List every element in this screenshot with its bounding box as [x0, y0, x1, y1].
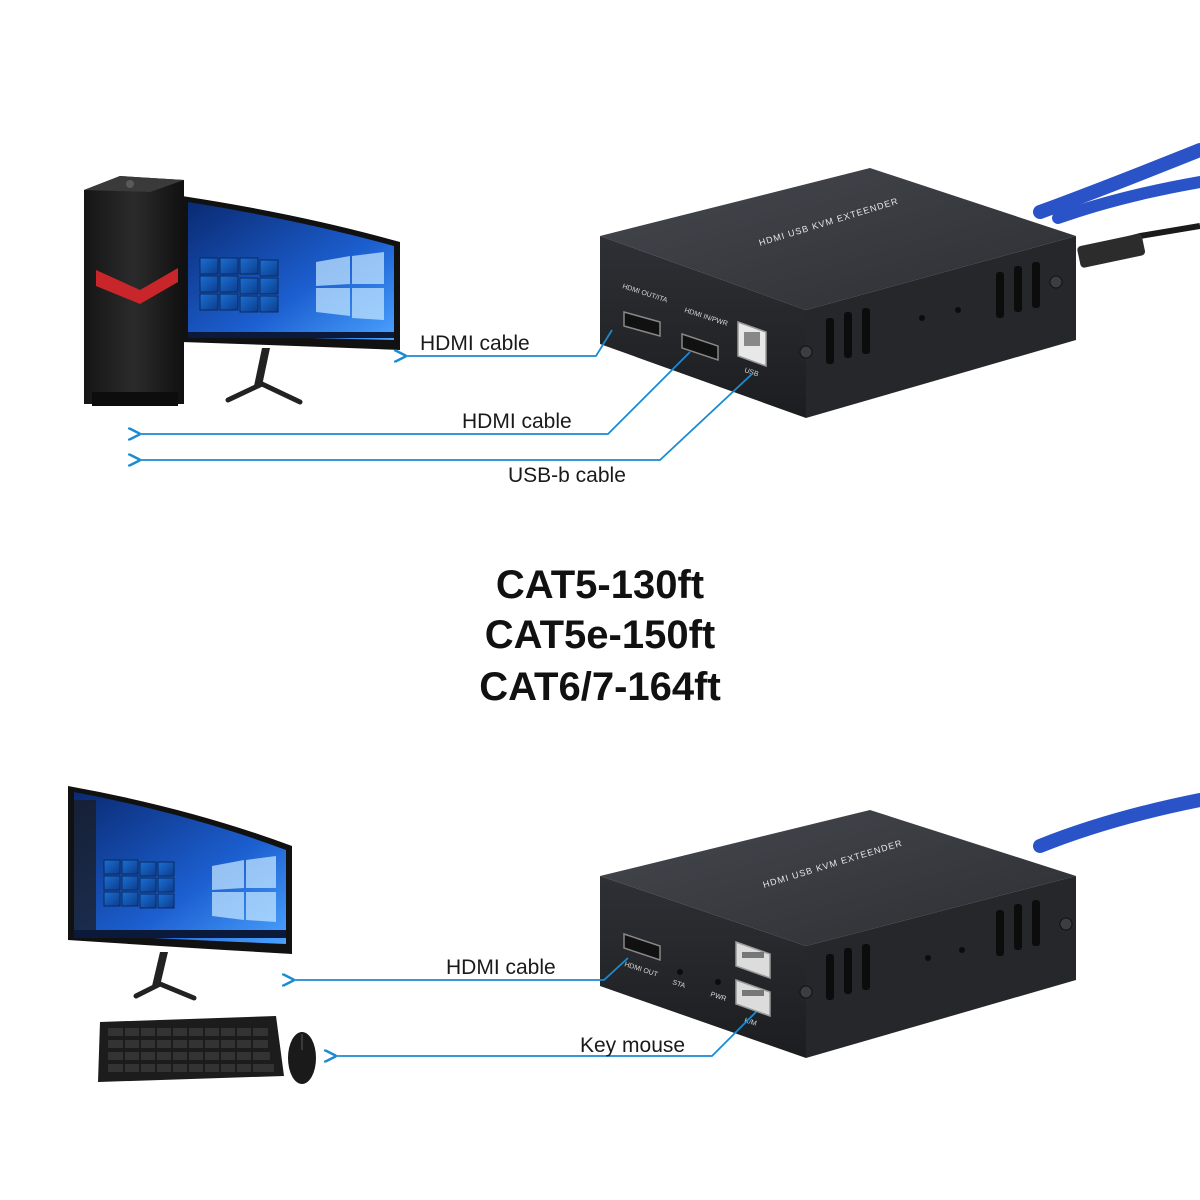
- screw-icon: [1059, 917, 1073, 931]
- usb-a-port-bottom[interactable]: [735, 978, 771, 1018]
- pc-tower-icon: [84, 176, 184, 406]
- transmitter-box: HDMI USB KVM EXTEENDER HDMI OUT/ITA HDMI…: [600, 143, 1200, 418]
- hdmi-out-port[interactable]: [623, 311, 661, 337]
- port-label-sta: STA: [671, 979, 686, 990]
- hdmi-out-port[interactable]: [623, 932, 661, 962]
- connector-usb-from-pc: [138, 373, 753, 460]
- mouse-icon: [288, 1032, 316, 1084]
- label-key-mouse: Key mouse: [580, 1034, 685, 1057]
- connector-hdmi-to-monitor: [404, 329, 613, 356]
- cat-cable-1-icon: [1033, 143, 1200, 219]
- label-hdmi-to-monitor: HDMI cable: [420, 332, 530, 355]
- distance-cat67: CAT6/7-164ft: [479, 665, 721, 709]
- monitor-top-icon: [182, 196, 400, 405]
- connector-hdmi-from-pc: [138, 351, 691, 434]
- port-label-km: K/M: [743, 1017, 757, 1028]
- vent-slots-icon: [826, 262, 1040, 364]
- port-label-usb: USB: [743, 367, 759, 378]
- receiver-box: HDMI USB KVM EXTEENDER HDMI OUT STA PWR …: [600, 793, 1200, 1058]
- port-label-pwr: PWR: [709, 991, 727, 1003]
- usb-a-port-top[interactable]: [735, 940, 771, 980]
- distance-cat5e: CAT5e-150ft: [485, 613, 715, 657]
- keyboard-icon: [98, 1016, 284, 1082]
- cat-cable-2-icon: [1052, 176, 1200, 224]
- vent-slots-icon: [826, 900, 1040, 1000]
- cat-cable-3-icon: [1033, 793, 1200, 853]
- monitor-bottom-icon: [68, 786, 292, 1001]
- label-hdmi-from-pc: HDMI cable: [462, 410, 572, 433]
- label-usb-from-pc: USB-b cable: [508, 464, 626, 487]
- connector-receiver-hdmi: [292, 957, 629, 980]
- label-receiver-hdmi: HDMI cable: [446, 956, 556, 979]
- screw-icon: [1049, 275, 1063, 289]
- hdmi-in-port[interactable]: [681, 332, 719, 362]
- distance-cat5: CAT5-130ft: [496, 563, 704, 607]
- connector-key-mouse: [334, 1011, 757, 1056]
- screw-icon: [799, 345, 813, 359]
- screw-icon: [799, 985, 813, 999]
